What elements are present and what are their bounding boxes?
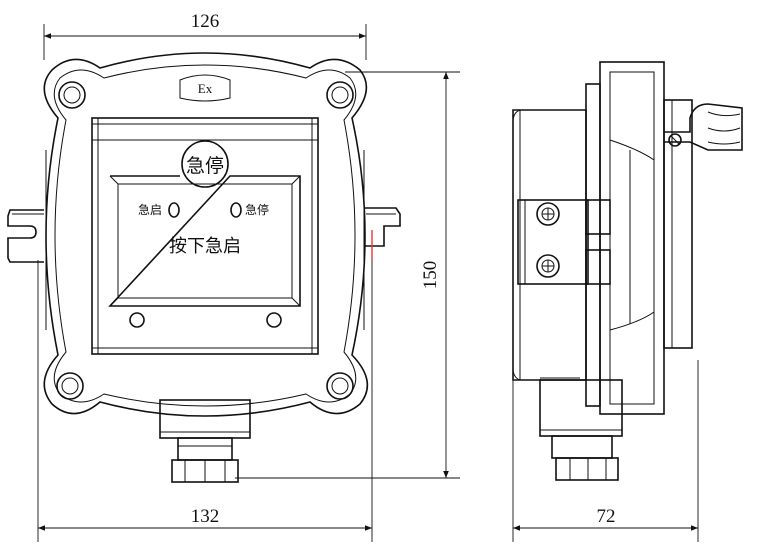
cover-plate <box>91 117 319 355</box>
corner-bolt-top-right <box>326 81 354 109</box>
dimension-height-label: 150 <box>420 261 441 290</box>
ex-emblem: Ex <box>179 74 231 102</box>
indicator-left-lamp <box>168 202 180 218</box>
terminal-screw-bottom <box>536 254 560 278</box>
terminal-screw-top <box>536 202 560 226</box>
right-latch <box>364 207 401 247</box>
display-window: 急启 急停 按下急启 <box>108 175 301 307</box>
side-view <box>512 61 743 481</box>
housing-outline <box>43 52 369 417</box>
dimension-top-width: 126 <box>43 11 367 60</box>
emergency-stop-button: 急停 <box>181 140 229 188</box>
ex-mark: Ex <box>198 81 213 96</box>
corner-bolt-bottom-right <box>326 372 354 400</box>
cable-gland-side <box>539 379 623 481</box>
side-body <box>512 109 587 381</box>
indicator-right-label: 急停 <box>245 202 269 217</box>
indicator-left-label: 急启 <box>138 202 162 217</box>
dimension-height: 150 <box>235 71 460 479</box>
front-view: Ex 急停 <box>7 52 401 483</box>
instruction-text: 按下急启 <box>169 236 241 257</box>
terminal-block <box>517 199 611 285</box>
dimension-depth-label: 72 <box>597 506 616 527</box>
cover-screw-right <box>266 312 282 328</box>
dimension-bottom-width-label: 132 <box>191 506 220 527</box>
cover-screw-left <box>129 312 145 328</box>
stop-button-label: 急停 <box>186 155 224 177</box>
dimension-top-width-label: 126 <box>191 11 220 32</box>
side-cover <box>585 61 693 415</box>
side-latch <box>664 103 743 151</box>
corner-bolt-top-left <box>58 81 86 109</box>
cable-gland-front <box>159 399 251 483</box>
dimension-bottom-width: 132 <box>37 260 373 542</box>
corner-bolt-bottom-left <box>56 372 84 400</box>
indicator-right-lamp <box>230 202 242 218</box>
dimension-depth: 72 <box>512 360 699 542</box>
left-mounting-bracket <box>7 209 44 263</box>
